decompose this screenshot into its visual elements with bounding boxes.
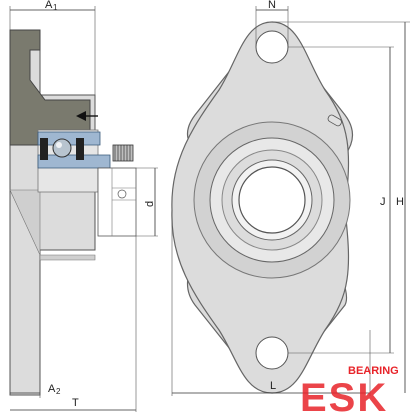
bearing-seal-left (40, 138, 48, 160)
logo-top-text: BEARING (348, 365, 399, 377)
label-a1: A (45, 0, 53, 11)
label-l: L (270, 380, 276, 392)
inner-ring-extension (97, 167, 137, 237)
label-t: T (72, 397, 79, 409)
arrow-left-icon (76, 111, 98, 121)
bearing-ball (52, 138, 72, 158)
label-d: d (144, 201, 156, 207)
logo-main-text: ESK (300, 376, 388, 415)
collar-detail (111, 168, 136, 236)
grease-nipple-icon (327, 114, 342, 127)
set-screw-icon (112, 144, 134, 162)
label-a1-sub: 1 (53, 3, 58, 12)
mounting-hole-bottom (255, 336, 289, 370)
label-a2-sub: 2 (56, 387, 61, 396)
mounting-hole-top (255, 30, 289, 64)
bearing-outer-ring (37, 131, 101, 146)
shaft-bore (238, 166, 306, 234)
housing-section-cut (9, 29, 91, 146)
label-h: H (396, 196, 404, 208)
side-section-view: A 1 A 2 T d (9, 0, 158, 412)
front-view: N J H L (171, 0, 410, 396)
bearing-inner-ring (37, 154, 111, 169)
bearing-ball-highlight (56, 142, 62, 148)
esk-bearing-logo: BEARING ESK (300, 365, 399, 415)
label-a2: A (48, 383, 56, 395)
label-n: N (268, 0, 276, 11)
bearing-seal-right (76, 138, 84, 160)
collar-hole (117, 189, 127, 199)
label-j: J (380, 196, 386, 208)
